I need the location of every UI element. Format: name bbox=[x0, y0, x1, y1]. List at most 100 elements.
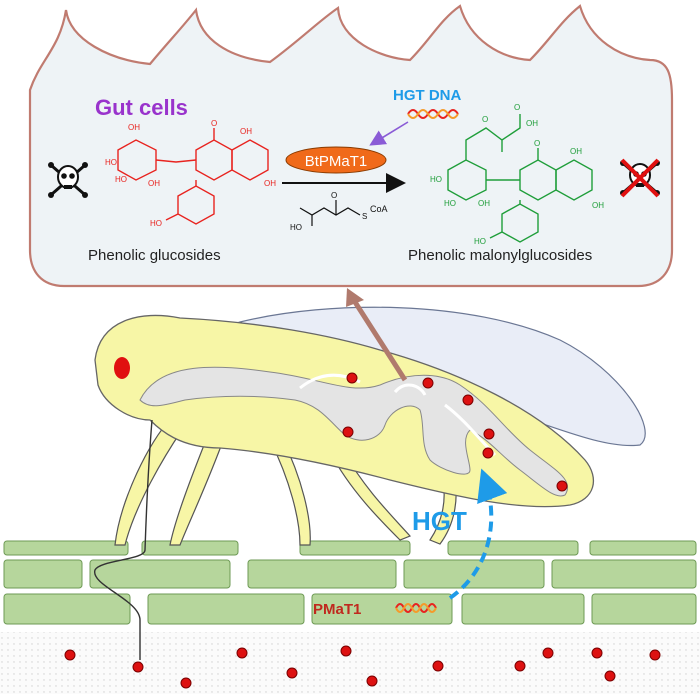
middle-leg bbox=[269, 437, 311, 546]
enzyme-ellipse bbox=[285, 146, 387, 174]
toxin-dot bbox=[132, 661, 144, 673]
toxin-dot bbox=[422, 377, 434, 389]
plant-cell bbox=[147, 593, 305, 625]
substrate-molecule bbox=[117, 128, 269, 225]
cofactor-o: O bbox=[331, 191, 337, 200]
toxin-dot bbox=[342, 426, 354, 438]
plant-cell bbox=[461, 593, 585, 625]
zoom-connector bbox=[352, 300, 408, 382]
plant-cell bbox=[311, 593, 453, 625]
skull-crossbones-icon bbox=[48, 162, 88, 198]
product-o-2: O bbox=[514, 103, 520, 112]
plant-dna-icon bbox=[395, 603, 437, 613]
product-ho-3: HO bbox=[474, 237, 486, 246]
front-leg-2 bbox=[169, 429, 225, 546]
product-o-1: O bbox=[482, 115, 488, 124]
insect bbox=[94, 306, 646, 660]
toxin-dot bbox=[346, 372, 358, 384]
substrate-oh-3: OH bbox=[240, 127, 252, 136]
product-oh-1: OH bbox=[526, 119, 538, 128]
middle-leg-2 bbox=[329, 451, 412, 541]
hgt-label: HGT bbox=[412, 506, 467, 536]
product-ketone-o: O bbox=[534, 139, 540, 148]
gut-cells-title: Gut cells bbox=[95, 95, 188, 120]
insect-eye bbox=[114, 357, 130, 379]
product-bonds bbox=[465, 114, 539, 239]
dna-to-enzyme-arrow bbox=[369, 121, 409, 146]
insect-stylet bbox=[94, 419, 153, 660]
cofactor-ho: HO bbox=[290, 223, 302, 232]
hgt-dna-label: HGT DNA bbox=[393, 87, 461, 104]
plant-cell bbox=[3, 540, 129, 556]
plant-tissue bbox=[0, 540, 700, 694]
product-oh-3: OH bbox=[570, 147, 582, 156]
product-labels: O O OH HO HO OH O OH OH HO bbox=[430, 103, 604, 246]
toxin-dot bbox=[514, 660, 526, 672]
crossed-skull-icon bbox=[620, 158, 660, 198]
substrate-ho-3: HO bbox=[150, 219, 162, 228]
toxin-dot bbox=[483, 428, 495, 440]
toxin-dot bbox=[482, 447, 494, 459]
toxin-dot bbox=[462, 394, 474, 406]
plant-cell bbox=[447, 540, 579, 556]
substrate-oh-1: OH bbox=[128, 123, 140, 132]
toxin-dot bbox=[64, 649, 76, 661]
toxin-dot bbox=[591, 647, 603, 659]
glucose-ring bbox=[117, 139, 157, 181]
substrate-oh-2: OH bbox=[148, 179, 160, 188]
product-oh-4: OH bbox=[592, 201, 604, 210]
product-chromone-b bbox=[555, 159, 593, 201]
plant-cell bbox=[89, 559, 231, 589]
toxin-dot bbox=[432, 660, 444, 672]
toxin-dot bbox=[649, 649, 661, 661]
plant-cell bbox=[589, 540, 697, 556]
plant-cell bbox=[551, 559, 697, 589]
substrate-ho-1: HO bbox=[105, 158, 117, 167]
cofactor-coa: CoA bbox=[370, 204, 388, 214]
product-ho-2: HO bbox=[444, 199, 456, 208]
substrate-oh-4: OH bbox=[264, 179, 276, 188]
toxin-dot bbox=[180, 677, 192, 689]
toxin-dot bbox=[604, 670, 616, 682]
toxin-dot bbox=[340, 645, 352, 657]
cofactor-s: S bbox=[362, 212, 367, 221]
toxin-dot bbox=[236, 647, 248, 659]
plant-cell bbox=[299, 540, 411, 556]
product-oh-2: OH bbox=[478, 199, 490, 208]
plant-cell bbox=[591, 593, 697, 625]
toxin-dot bbox=[542, 647, 554, 659]
toxin-dot bbox=[286, 667, 298, 679]
toxin-molecules bbox=[64, 645, 661, 689]
dna-strand-a bbox=[407, 109, 459, 119]
malonyl-backbone bbox=[299, 207, 361, 216]
product-ho-1: HO bbox=[430, 175, 442, 184]
substrate-ho-2: HO bbox=[115, 175, 127, 184]
plant-cell bbox=[141, 540, 239, 556]
dna-helix-icon bbox=[407, 109, 459, 119]
chromone-ring-b bbox=[231, 139, 269, 181]
toxin-dot bbox=[556, 480, 568, 492]
substrate-bonds bbox=[155, 128, 215, 221]
zoom-connector-head bbox=[346, 288, 364, 307]
substrate-caption: Phenolic glucosides bbox=[88, 247, 221, 264]
plant-dna-icon-strand bbox=[395, 603, 437, 613]
plant-gene-label: PMaT1 bbox=[313, 601, 361, 618]
dna-strand-b bbox=[407, 109, 459, 119]
malonyl-coa bbox=[299, 200, 361, 226]
substrate-ketone-o: O bbox=[211, 119, 217, 128]
gut-toxins bbox=[342, 372, 568, 492]
gut-cells-panel bbox=[28, 4, 674, 288]
malonyl-bonds bbox=[311, 200, 337, 226]
plant-cell bbox=[3, 559, 83, 589]
substrate-labels: OH HO HO OH O OH OH HO bbox=[105, 119, 276, 228]
product-molecule bbox=[447, 114, 593, 243]
toxin-dot bbox=[366, 675, 378, 687]
enzyme-label: BtPMaT1 bbox=[305, 153, 368, 170]
plant-cell bbox=[3, 593, 131, 625]
plant-cell bbox=[247, 559, 397, 589]
soil-layer bbox=[0, 632, 700, 694]
insect-legs bbox=[114, 419, 457, 546]
product-caption: Phenolic malonylglucosides bbox=[408, 247, 592, 264]
